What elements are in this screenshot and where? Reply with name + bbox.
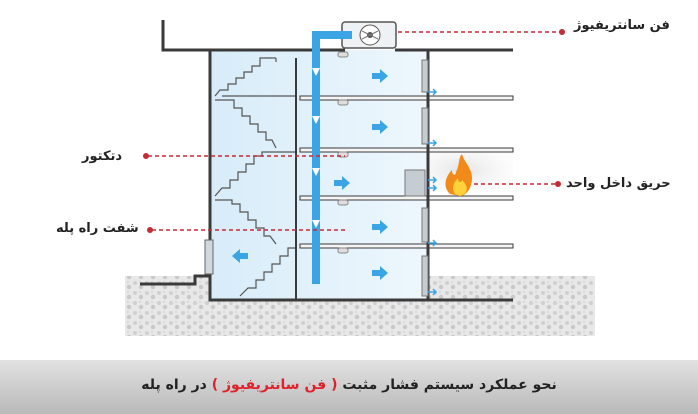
supply-duct — [312, 31, 352, 284]
duct-flow-arrows — [312, 68, 320, 228]
stairwell-pressurization-diagram — [125, 20, 595, 336]
caption-highlight: ( فن سانتریفیوژ ) — [211, 377, 338, 393]
label-detector: دتکتور — [82, 149, 123, 164]
ground-step — [140, 274, 210, 286]
fire-icon — [445, 154, 472, 196]
smoke-detectors — [337, 51, 349, 254]
centrifugal-fan — [341, 21, 397, 49]
unit-doors — [404, 59, 429, 297]
leakage-arrows — [428, 88, 438, 296]
label-stair-shaft: شفت راه پله — [56, 221, 139, 236]
airflow-arrows — [232, 69, 388, 280]
leader-dots — [143, 29, 565, 233]
exit-door — [204, 239, 214, 275]
label-centrifugal-fan: فن سانتریفیوژ — [574, 18, 670, 33]
label-fire-in-unit: حریق داخل واحد — [566, 176, 671, 191]
caption-text: نحو عملکرد سیستم فشار مثبت ( فن سانتریفی… — [0, 377, 698, 393]
floor-slabs — [299, 95, 514, 249]
caption-part1: نحو عملکرد سیستم فشار مثبت — [342, 377, 557, 393]
leader-lines — [148, 31, 560, 231]
caption-bar: نحو عملکرد سیستم فشار مثبت ( فن سانتریفی… — [0, 360, 698, 414]
caption-part2: در راه پله — [141, 377, 207, 393]
